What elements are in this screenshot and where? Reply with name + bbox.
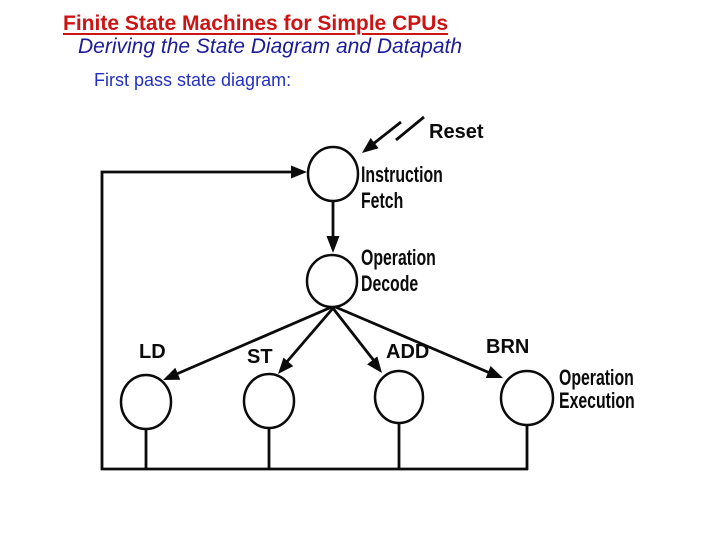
- reset-bolt-line-1: [395, 115, 425, 142]
- state-brn-node: [499, 369, 555, 427]
- state-ld-node: [119, 373, 173, 431]
- decode-to-ld-line: [171, 301, 342, 378]
- decode-to-add-line: [330, 306, 377, 363]
- feedback-arrowhead-icon: [291, 165, 307, 179]
- fetch-to-decode-arrowhead-icon: [326, 236, 340, 253]
- decode-to-add-arrowhead-icon: [367, 356, 382, 373]
- opcode-ld-label: LD: [139, 341, 166, 363]
- decode-to-brn-line: [325, 301, 491, 375]
- reset-arrowhead-icon: [362, 138, 379, 153]
- feedback-loop-line: [100, 170, 528, 471]
- decode-to-st-arrowhead-icon: [278, 357, 294, 374]
- decode-to-brn-arrowhead-icon: [485, 366, 503, 378]
- state-add-node: [373, 369, 425, 425]
- operation-decode-label-line2: Decode: [361, 271, 419, 296]
- slide-subtitle: Deriving the State Diagram and Datapath: [78, 35, 463, 58]
- operation-execution-label: Operation Execution: [559, 366, 635, 412]
- slide-title: Finite State Machines for Simple CPUs: [63, 12, 449, 35]
- instruction-fetch-label-line2: Fetch: [361, 188, 404, 213]
- instruction-fetch-label-line1: Instruction: [361, 162, 443, 187]
- operation-decode-label: Operation Decode: [361, 245, 436, 297]
- opcode-st-label: ST: [247, 346, 273, 368]
- reset-label: Reset: [429, 121, 484, 143]
- decode-to-st-line: [283, 306, 336, 365]
- operation-execution-label-line1: Operation: [559, 365, 634, 390]
- operation-execution-label-line2: Execution: [559, 388, 635, 413]
- slide-caption: First pass state diagram:: [94, 70, 292, 90]
- operation-decode-label-line1: Operation: [361, 245, 436, 270]
- instruction-fetch-label: Instruction Fetch: [361, 162, 443, 214]
- opcode-brn-label: BRN: [486, 336, 530, 358]
- state-operation-decode-node: [305, 253, 359, 309]
- state-instruction-fetch-node: [306, 145, 360, 203]
- opcode-add-label: ADD: [386, 341, 430, 363]
- state-st-node: [242, 372, 296, 430]
- decode-to-ld-arrowhead-icon: [163, 367, 181, 380]
